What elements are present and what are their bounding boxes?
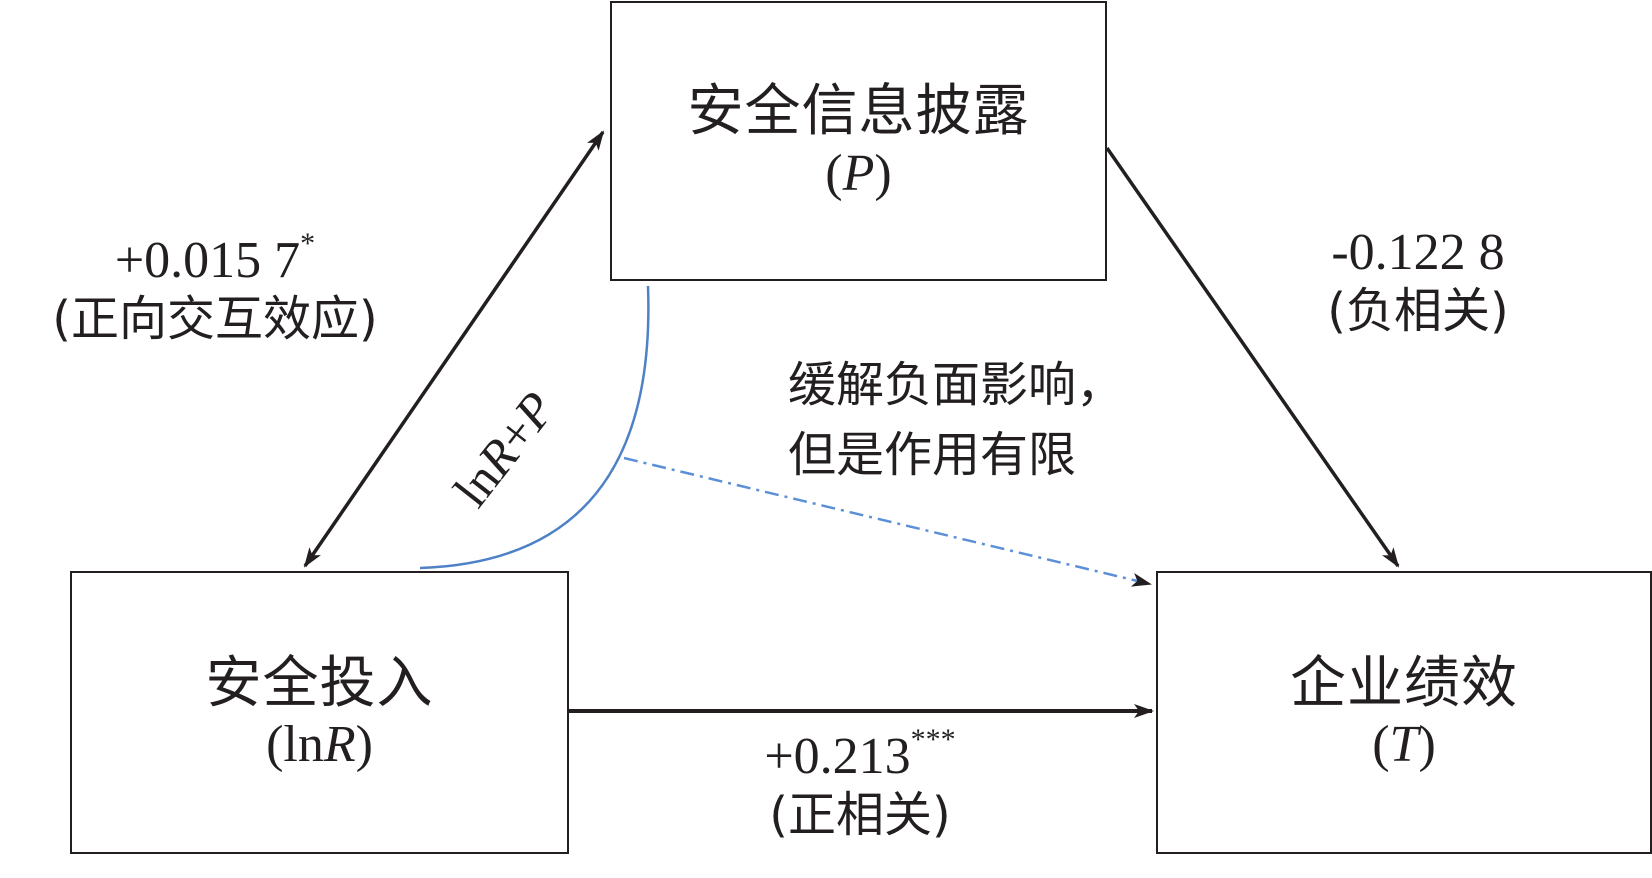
edge-label-disclosure-performance: -0.122 8 (负相关) bbox=[1268, 224, 1568, 341]
edge-label-investment-disclosure: +0.015 7* (正向交互效应) bbox=[0, 227, 430, 349]
arrow-investment-disclosure bbox=[303, 130, 605, 568]
disclosure-box: 安全信息披露 (P) bbox=[610, 1, 1107, 281]
investment-variable: (lnR) bbox=[266, 716, 373, 774]
investment-title: 安全投入 bbox=[205, 650, 434, 716]
edge-label-investment-performance: +0.213*** (正相关) bbox=[700, 723, 1020, 845]
investment-box: 安全投入 (lnR) bbox=[70, 571, 569, 854]
performance-title: 企业绩效 bbox=[1290, 650, 1518, 716]
mediation-note-line-1: 缓解负面影响， bbox=[788, 357, 1125, 413]
coefficient-disclosure-performance: -0.122 8 bbox=[1331, 224, 1505, 281]
disclosure-variable: (P) bbox=[825, 144, 892, 202]
performance-box: 企业绩效 (T) bbox=[1156, 571, 1652, 854]
relation-note-investment-performance: (正相关) bbox=[769, 787, 951, 844]
significance-investment-disclosure: * bbox=[300, 227, 316, 260]
mediation-note: 缓解负面影响， 但是作用有限 bbox=[788, 350, 1124, 490]
relation-note-disclosure-performance: (负相关) bbox=[1327, 283, 1509, 340]
mediation-note-line-2: 但是作用有限 bbox=[788, 427, 1077, 483]
performance-variable: (T) bbox=[1372, 716, 1436, 774]
interaction-arc bbox=[419, 285, 650, 570]
coefficient-investment-disclosure: +0.015 7* bbox=[114, 227, 316, 290]
significance-investment-performance: *** bbox=[910, 723, 956, 756]
arrow-disclosure-performance bbox=[1105, 147, 1400, 568]
coefficient-investment-performance: +0.213*** bbox=[764, 723, 956, 786]
arrow-interaction-performance bbox=[623, 456, 1152, 587]
disclosure-title: 安全信息披露 bbox=[687, 79, 1030, 145]
relation-note-investment-disclosure: (正向交互效应) bbox=[52, 291, 378, 348]
